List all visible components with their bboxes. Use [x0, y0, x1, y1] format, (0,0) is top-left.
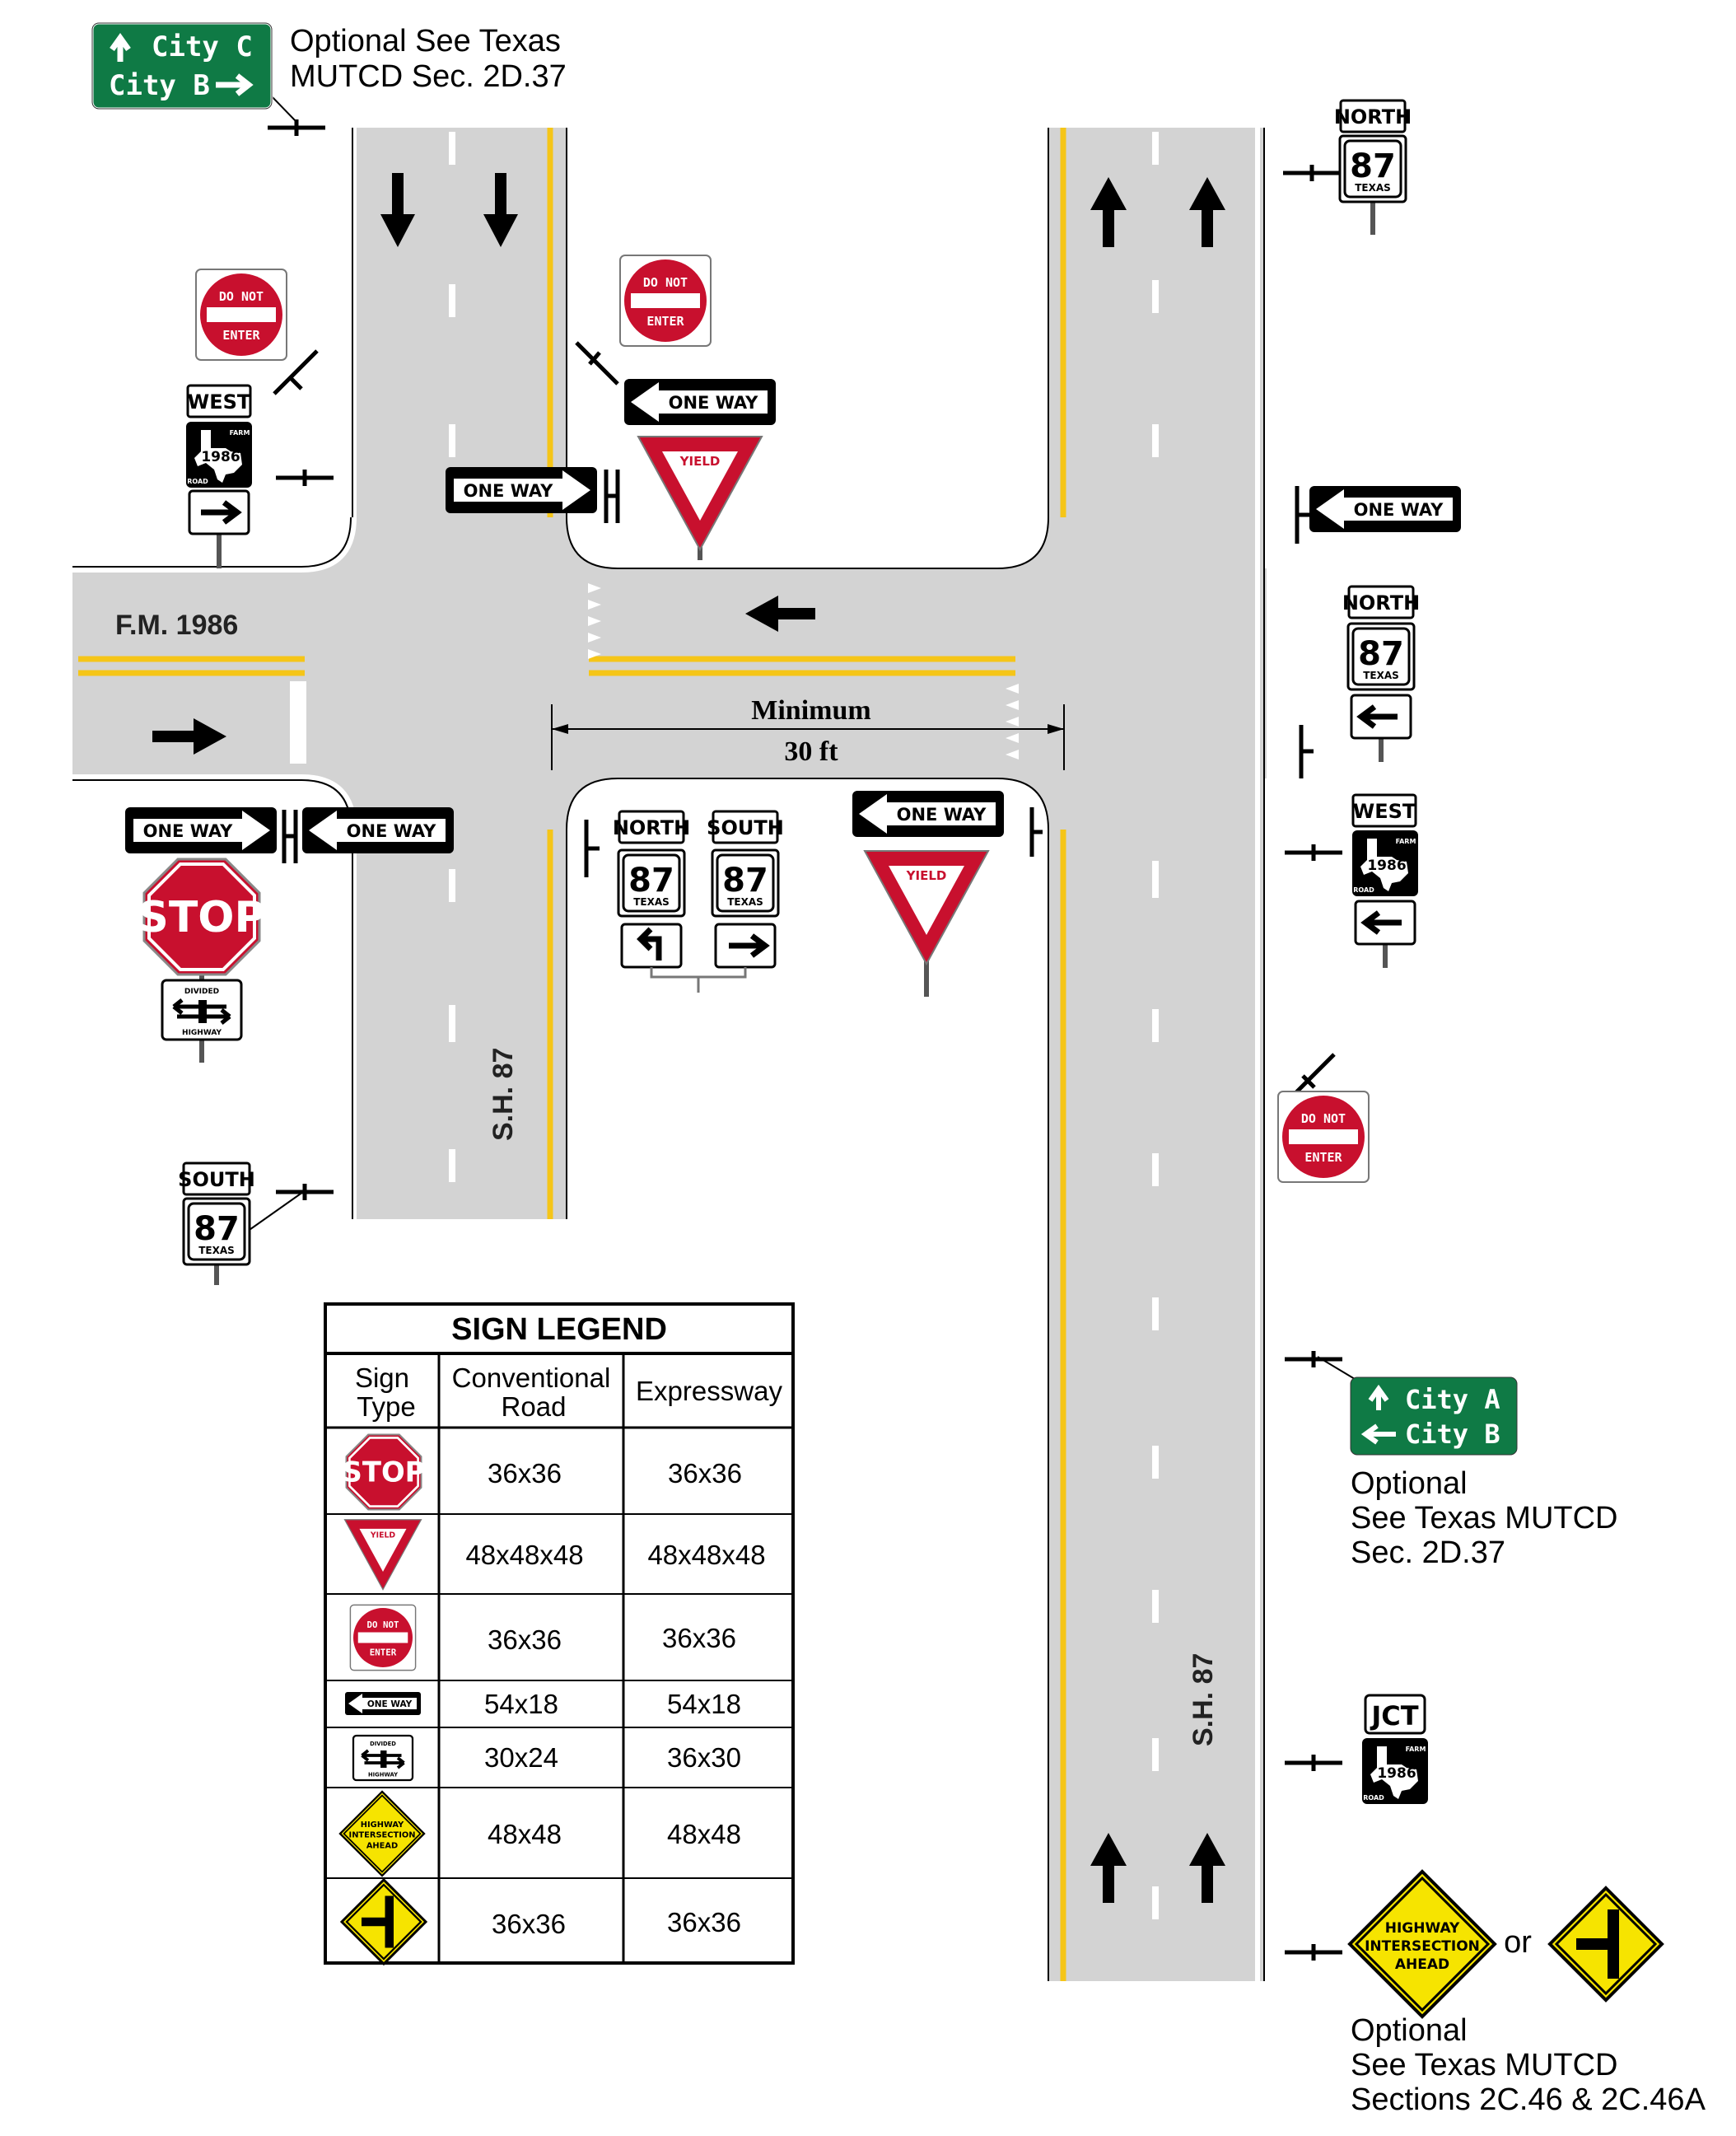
south-label: SOUTH	[707, 816, 784, 839]
north-label-3: NORTH	[613, 816, 690, 839]
do-not-enter-sign-n	[619, 255, 712, 347]
legend-row-stop-conventional: 36x36	[488, 1458, 562, 1489]
minimum-dimension: Minimum 30 ft	[551, 695, 1065, 770]
stop-sign	[136, 858, 268, 976]
note-top-2: MUTCD Sec. 2D.37	[290, 59, 567, 94]
distance-label: 30 ft	[784, 736, 838, 767]
route-assembly-east-north: NORTH	[1342, 585, 1420, 740]
west-label-2: WEST	[1353, 800, 1416, 823]
guide-sign-city-c-b: City C City B	[91, 21, 273, 110]
note-bot-1: Optional	[1351, 2013, 1468, 2048]
minimum-label: Minimum	[751, 695, 870, 726]
legend-row-stop-expressway: 36x36	[668, 1458, 742, 1489]
legend-col-sign-2: Type	[357, 1391, 416, 1422]
legend-row-dne-expressway: 36x36	[662, 1623, 736, 1653]
note-top-1: Optional See Texas	[290, 24, 561, 58]
legend-row-sideroad-conventional: 36x36	[492, 1909, 566, 1939]
or-label: or	[1504, 1925, 1532, 1960]
legend-one-way-icon	[345, 1692, 421, 1715]
legend-row-oneway-expressway: 54x18	[667, 1689, 741, 1719]
yield-sign-north	[637, 436, 763, 550]
note-mid-1: Optional	[1351, 1466, 1468, 1501]
legend-do-not-enter-icon	[349, 1604, 417, 1671]
one-way-sign-sw-a	[125, 807, 277, 853]
south-label-2: SOUTH	[178, 1168, 255, 1191]
sh-right-label: S.H. 87	[1188, 1653, 1219, 1746]
sign-legend-table: SIGN LEGEND Sign Type Conventional Road …	[324, 1302, 795, 1965]
legend-title: SIGN LEGEND	[451, 1312, 667, 1347]
jct-assembly: JCT	[1362, 1694, 1428, 1804]
legend-row-hia-expressway: 48x48	[667, 1819, 741, 1849]
jct-label: JCT	[1370, 1700, 1418, 1732]
one-way-sign-east	[1309, 486, 1461, 532]
legend-divided-highway-icon	[352, 1734, 414, 1782]
route-assembly-ne: NORTH	[1334, 99, 1412, 203]
note-bot-3: Sections 2C.46 & 2C.46A	[1351, 2082, 1706, 2117]
legend-row-divided-conventional: 30x24	[484, 1742, 558, 1773]
legend-row-sideroad-expressway: 36x36	[667, 1907, 741, 1937]
note-mid-2: See Texas MUTCD	[1351, 1501, 1618, 1535]
divided-highway-sign	[162, 980, 241, 1040]
legend-row-divided-expressway: 36x30	[667, 1742, 741, 1773]
sh-left-label: S.H. 87	[488, 1048, 519, 1141]
do-not-enter-sign-e	[1277, 1091, 1370, 1183]
legend-col-conv-2: Road	[502, 1391, 567, 1422]
legend-row-dne-conventional: 36x36	[488, 1624, 562, 1655]
legend-col-conv-1: Conventional	[452, 1362, 611, 1393]
north-label-2: NORTH	[1342, 591, 1420, 615]
note-bot-2: See Texas MUTCD	[1351, 2048, 1618, 2082]
route-assembly-east-west: WEST	[1351, 793, 1418, 946]
legend-col-sign-1: Sign	[355, 1362, 409, 1393]
roadways	[72, 128, 1267, 1981]
highway-intersection-ahead-sign	[1348, 1870, 1496, 2018]
one-way-sign-top-left	[624, 379, 776, 425]
one-way-sign-south	[852, 791, 1004, 837]
city-c-label: City C	[152, 30, 253, 63]
route-assembly-median: NORTH SOUTH	[613, 810, 784, 993]
yield-sign-south	[864, 850, 989, 965]
city-b-label: City B	[109, 69, 210, 102]
west-label: WEST	[188, 390, 251, 414]
fm-road-label: F.M. 1986	[115, 610, 238, 641]
route-assembly-sw: SOUTH	[178, 1161, 255, 1266]
side-road-warning-sign	[1548, 1886, 1664, 2002]
do-not-enter-sign-nw	[195, 269, 287, 361]
legend-row-yield-conventional: 48x48x48	[465, 1540, 583, 1570]
legend-row-oneway-conventional: 54x18	[484, 1689, 558, 1719]
city-b-label-2: City B	[1405, 1419, 1500, 1450]
legend-row-yield-expressway: 48x48x48	[647, 1540, 765, 1570]
note-mid-3: Sec. 2D.37	[1351, 1535, 1505, 1570]
one-way-sign-sw-b	[302, 807, 454, 853]
route-assembly-nw: WEST	[186, 384, 252, 535]
legend-col-exp: Expressway	[636, 1376, 782, 1406]
sign-mounts	[268, 119, 1342, 1961]
one-way-sign-mid-left	[446, 467, 597, 513]
guide-sign-city-a-b: City A City B	[1350, 1376, 1518, 1456]
north-label: NORTH	[1334, 105, 1412, 129]
legend-row-hia-conventional: 48x48	[488, 1819, 562, 1849]
city-a-label: City A	[1405, 1384, 1500, 1415]
